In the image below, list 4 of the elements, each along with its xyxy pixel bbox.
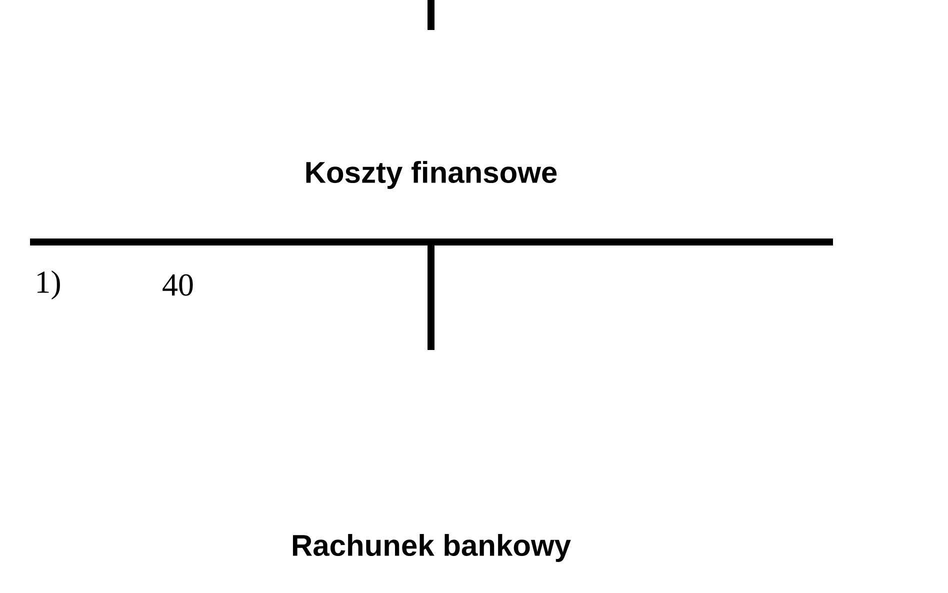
entry-amount: 40 <box>162 274 193 296</box>
account-title: Koszty finansowe <box>306 161 557 189</box>
account-title: Rachunek bankowy <box>292 534 571 562</box>
entry-number: 1) <box>37 270 60 300</box>
